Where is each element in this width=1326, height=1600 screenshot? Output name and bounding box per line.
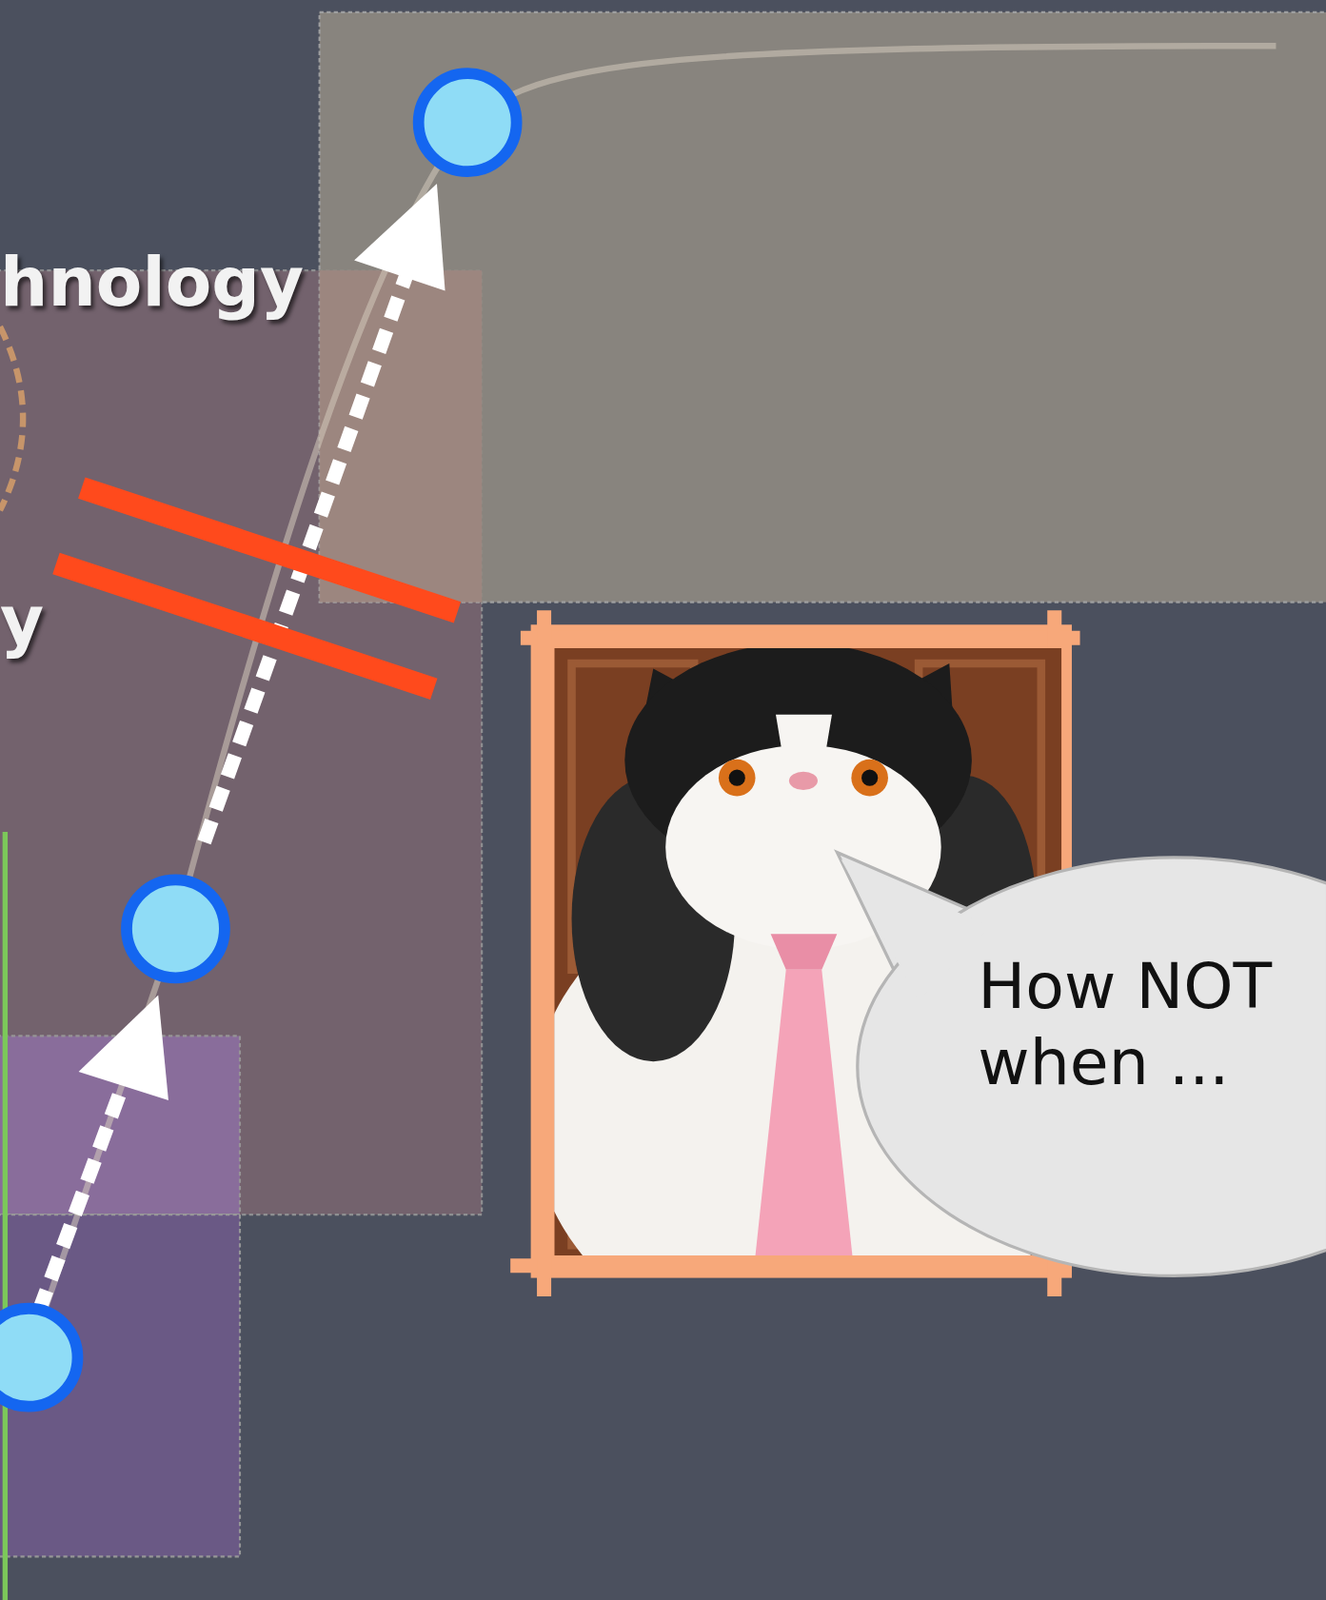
frame-bar [510,1258,1072,1273]
frame-bar [536,610,552,1297]
milestone-dot [418,73,517,172]
slide-label: y [0,581,44,661]
green-line [2,831,8,1600]
slide-label: hnology [0,242,304,322]
break-mark [56,563,435,690]
dashed-arc [0,326,23,511]
frame-bar [520,631,1081,646]
milestone-dot [0,1308,78,1407]
speech-bubble: How NOT when ... [836,847,1326,1287]
arrow-head [354,183,445,292]
milestone-dot [126,879,225,978]
bubble-text: How NOT when ... [977,949,1294,1102]
arrow-head [79,995,169,1101]
shaded-region [319,12,1326,603]
